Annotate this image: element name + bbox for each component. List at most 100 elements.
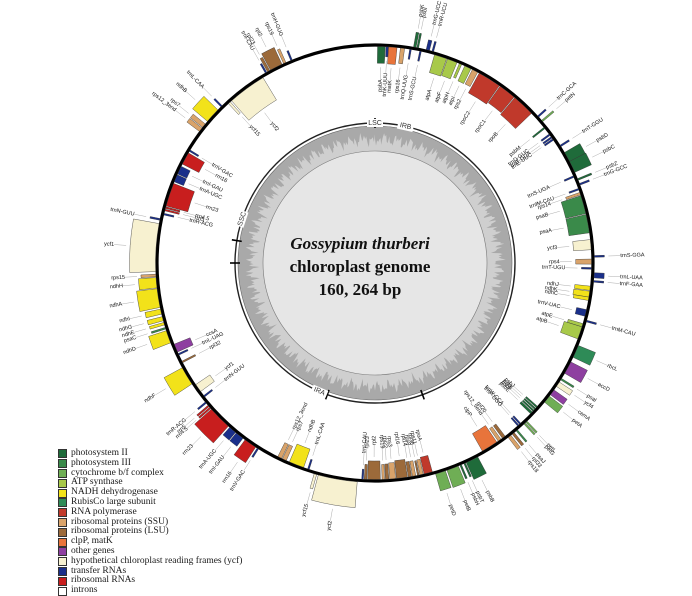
gene-label-leader — [588, 378, 599, 384]
gene-trng-gcc — [580, 180, 590, 185]
gene-psba — [377, 47, 385, 64]
gene-label: ndhI — [119, 316, 131, 324]
gene-label-leader — [186, 92, 195, 100]
gene-label-leader — [155, 389, 165, 395]
gene-label-leader — [557, 246, 569, 247]
gene-label-leader — [461, 489, 465, 500]
gene-label-leader — [399, 68, 401, 80]
gene-label-leader — [560, 307, 572, 310]
gene-label-leader — [385, 448, 386, 460]
gene-label-leader — [596, 361, 607, 366]
gene-label-leader — [191, 343, 202, 348]
gene-label-leader — [539, 435, 547, 444]
gene-label: accD — [597, 382, 611, 393]
gene-matk — [388, 47, 398, 65]
gene-ndha — [137, 289, 160, 312]
gene-label-leader — [123, 285, 135, 286]
gene-label: trnV-UAC — [537, 299, 561, 310]
legend-swatch — [58, 587, 67, 596]
gene-label-leader — [313, 444, 317, 455]
gene-label-leader — [265, 113, 272, 123]
gene-label-leader — [485, 412, 492, 422]
gene-label: ndhD — [123, 346, 137, 356]
gene-label: trnL-CAA — [185, 70, 205, 91]
gene-label-leader — [184, 212, 196, 215]
legend-swatch — [58, 538, 67, 547]
gene-trng-ucc — [426, 40, 432, 51]
gene-label-leader — [398, 444, 399, 456]
gene-label-leader — [497, 124, 505, 133]
gene-label-leader — [559, 285, 571, 286]
gene-label-leader — [520, 140, 529, 147]
gene-label-leader — [552, 316, 563, 319]
gene-label-leader — [600, 325, 612, 328]
legend-swatch — [58, 469, 67, 478]
gene-label-leader — [574, 395, 584, 402]
gene-label-leader — [130, 316, 142, 319]
gene-rps4 — [576, 259, 592, 264]
gene-label-leader — [577, 389, 587, 395]
gene-trnt-ggu — [560, 140, 569, 147]
gene-trnv-uac — [575, 307, 586, 316]
gene-label-leader — [125, 277, 137, 278]
gene-label: ycf3 — [547, 245, 558, 252]
gene-label-leader — [330, 509, 332, 521]
gene-label-leader — [203, 88, 211, 97]
gene-label-leader — [415, 444, 418, 456]
gene-label-leader — [592, 152, 603, 157]
gene-label: ndhC — [544, 289, 558, 297]
gene-label-leader — [215, 369, 225, 376]
legend-swatch — [58, 577, 67, 586]
gene-label: matK — [386, 80, 393, 94]
gene-label: psaB — [535, 212, 549, 221]
gene-label-leader — [529, 445, 537, 454]
gene-label: rps15 — [111, 275, 125, 282]
gene-label-leader — [205, 169, 216, 175]
gene-label-leader — [547, 322, 558, 326]
gene-rps19 — [382, 464, 385, 479]
gene-trnl-caa — [214, 98, 222, 106]
gene-rpl23 — [364, 464, 367, 479]
gene-label-leader — [530, 146, 540, 153]
gene-label-leader — [406, 63, 408, 75]
gene-label-leader — [179, 106, 188, 114]
gene-trns-gcu — [418, 51, 422, 61]
gene-label-leader — [199, 348, 210, 353]
gene-label-leader — [132, 324, 144, 327]
gene-trnh-gug — [287, 50, 292, 60]
gene-label-leader — [408, 445, 410, 457]
gene-label: petB — [462, 499, 472, 512]
genome-subtitle: chloroplast genome — [260, 257, 460, 277]
gene-trnr-acg — [164, 213, 174, 217]
gene-label-leader — [390, 68, 391, 80]
legend-swatch — [58, 518, 67, 527]
gene-label: trnT-UGU — [542, 265, 566, 272]
gene-label: petA — [571, 418, 584, 430]
gene-trni-cau — [362, 469, 364, 479]
gene-label-leader — [549, 99, 558, 107]
gene-trnq-uug — [408, 49, 411, 59]
gene-trnf-gaa — [594, 280, 604, 283]
gene-label-leader — [608, 283, 620, 284]
gene-label: rpl16 — [393, 432, 400, 445]
gene-label-leader — [421, 18, 423, 30]
gene-rpl16 — [395, 459, 408, 478]
gene-ndhh — [138, 278, 156, 290]
gene-label-leader — [195, 203, 206, 207]
gene-label-leader — [183, 215, 195, 218]
gene-label-leader — [386, 61, 387, 73]
gene-label-leader — [482, 480, 487, 491]
gene-label-leader — [192, 437, 200, 445]
gene-trnn-guu — [150, 217, 160, 221]
legend-label: introns — [71, 586, 97, 596]
gene-label-leader — [482, 415, 489, 425]
gene-label-leader — [272, 35, 277, 46]
gene-label: trnS-GGA — [620, 252, 645, 259]
gene-label: rpl2 — [253, 27, 262, 38]
gene-trnt-ugu — [581, 267, 591, 269]
legend-swatch — [58, 449, 67, 458]
legend-swatch — [58, 459, 67, 468]
gene-label: trnL-CAA — [314, 422, 327, 446]
gene-label: trnI-CAU — [361, 432, 368, 454]
gene-label: ycf15 — [248, 124, 261, 138]
